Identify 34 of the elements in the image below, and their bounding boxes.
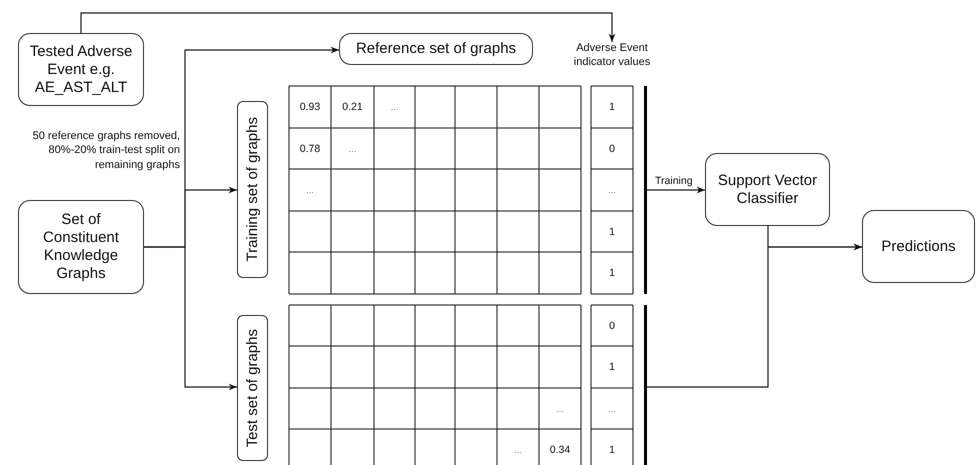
matrix-value: 0.34	[548, 443, 572, 458]
indicator-value: ...	[607, 402, 617, 416]
indicator-value: 1	[608, 224, 616, 240]
arrow	[647, 186, 705, 194]
matrix-value: ...	[555, 402, 565, 416]
arrow	[144, 246, 237, 390]
matrix-value: ...	[390, 101, 400, 114]
predictions-box: Predictions	[862, 210, 975, 283]
source-box: Set of Constituent Knowledge Graphs	[18, 200, 144, 294]
indicator-value: 0	[608, 142, 616, 156]
arrow	[647, 244, 862, 388]
matrix-value: ...	[348, 142, 358, 156]
indicator-value: 1	[608, 100, 616, 115]
note-text: 50 reference graphs removed, 80%-20% train-test split on remaining graphs	[32, 129, 180, 172]
indicator-heading: Adverse Event indicator values	[560, 42, 664, 70]
event-box: Tested Adverse Event e.g. AE_AST_ALT	[18, 33, 144, 106]
indicator-value: 1	[608, 360, 616, 375]
matrix-value: ...	[513, 444, 523, 457]
indicator-value: 0	[608, 318, 616, 334]
indicator-value: 1	[608, 443, 616, 458]
matrix-value: 0.21	[341, 100, 364, 115]
test-bar	[644, 305, 647, 465]
classifier-box: Support Vector Classifier	[705, 153, 830, 226]
training-set-box: Training set of graphs	[237, 101, 268, 278]
arrow	[80, 12, 616, 42]
reference-box: Reference set of graphs	[339, 33, 533, 65]
indicator-value: 1	[608, 266, 616, 281]
matrix-value: 0.78	[298, 142, 322, 156]
edge-label: Training	[654, 175, 694, 187]
matrix-value: ...	[305, 184, 315, 197]
training-bar	[644, 86, 647, 294]
matrix-value: 0.93	[298, 100, 322, 115]
test-set-box: Test set of graphs	[237, 315, 268, 461]
indicator-value: ...	[607, 184, 617, 197]
